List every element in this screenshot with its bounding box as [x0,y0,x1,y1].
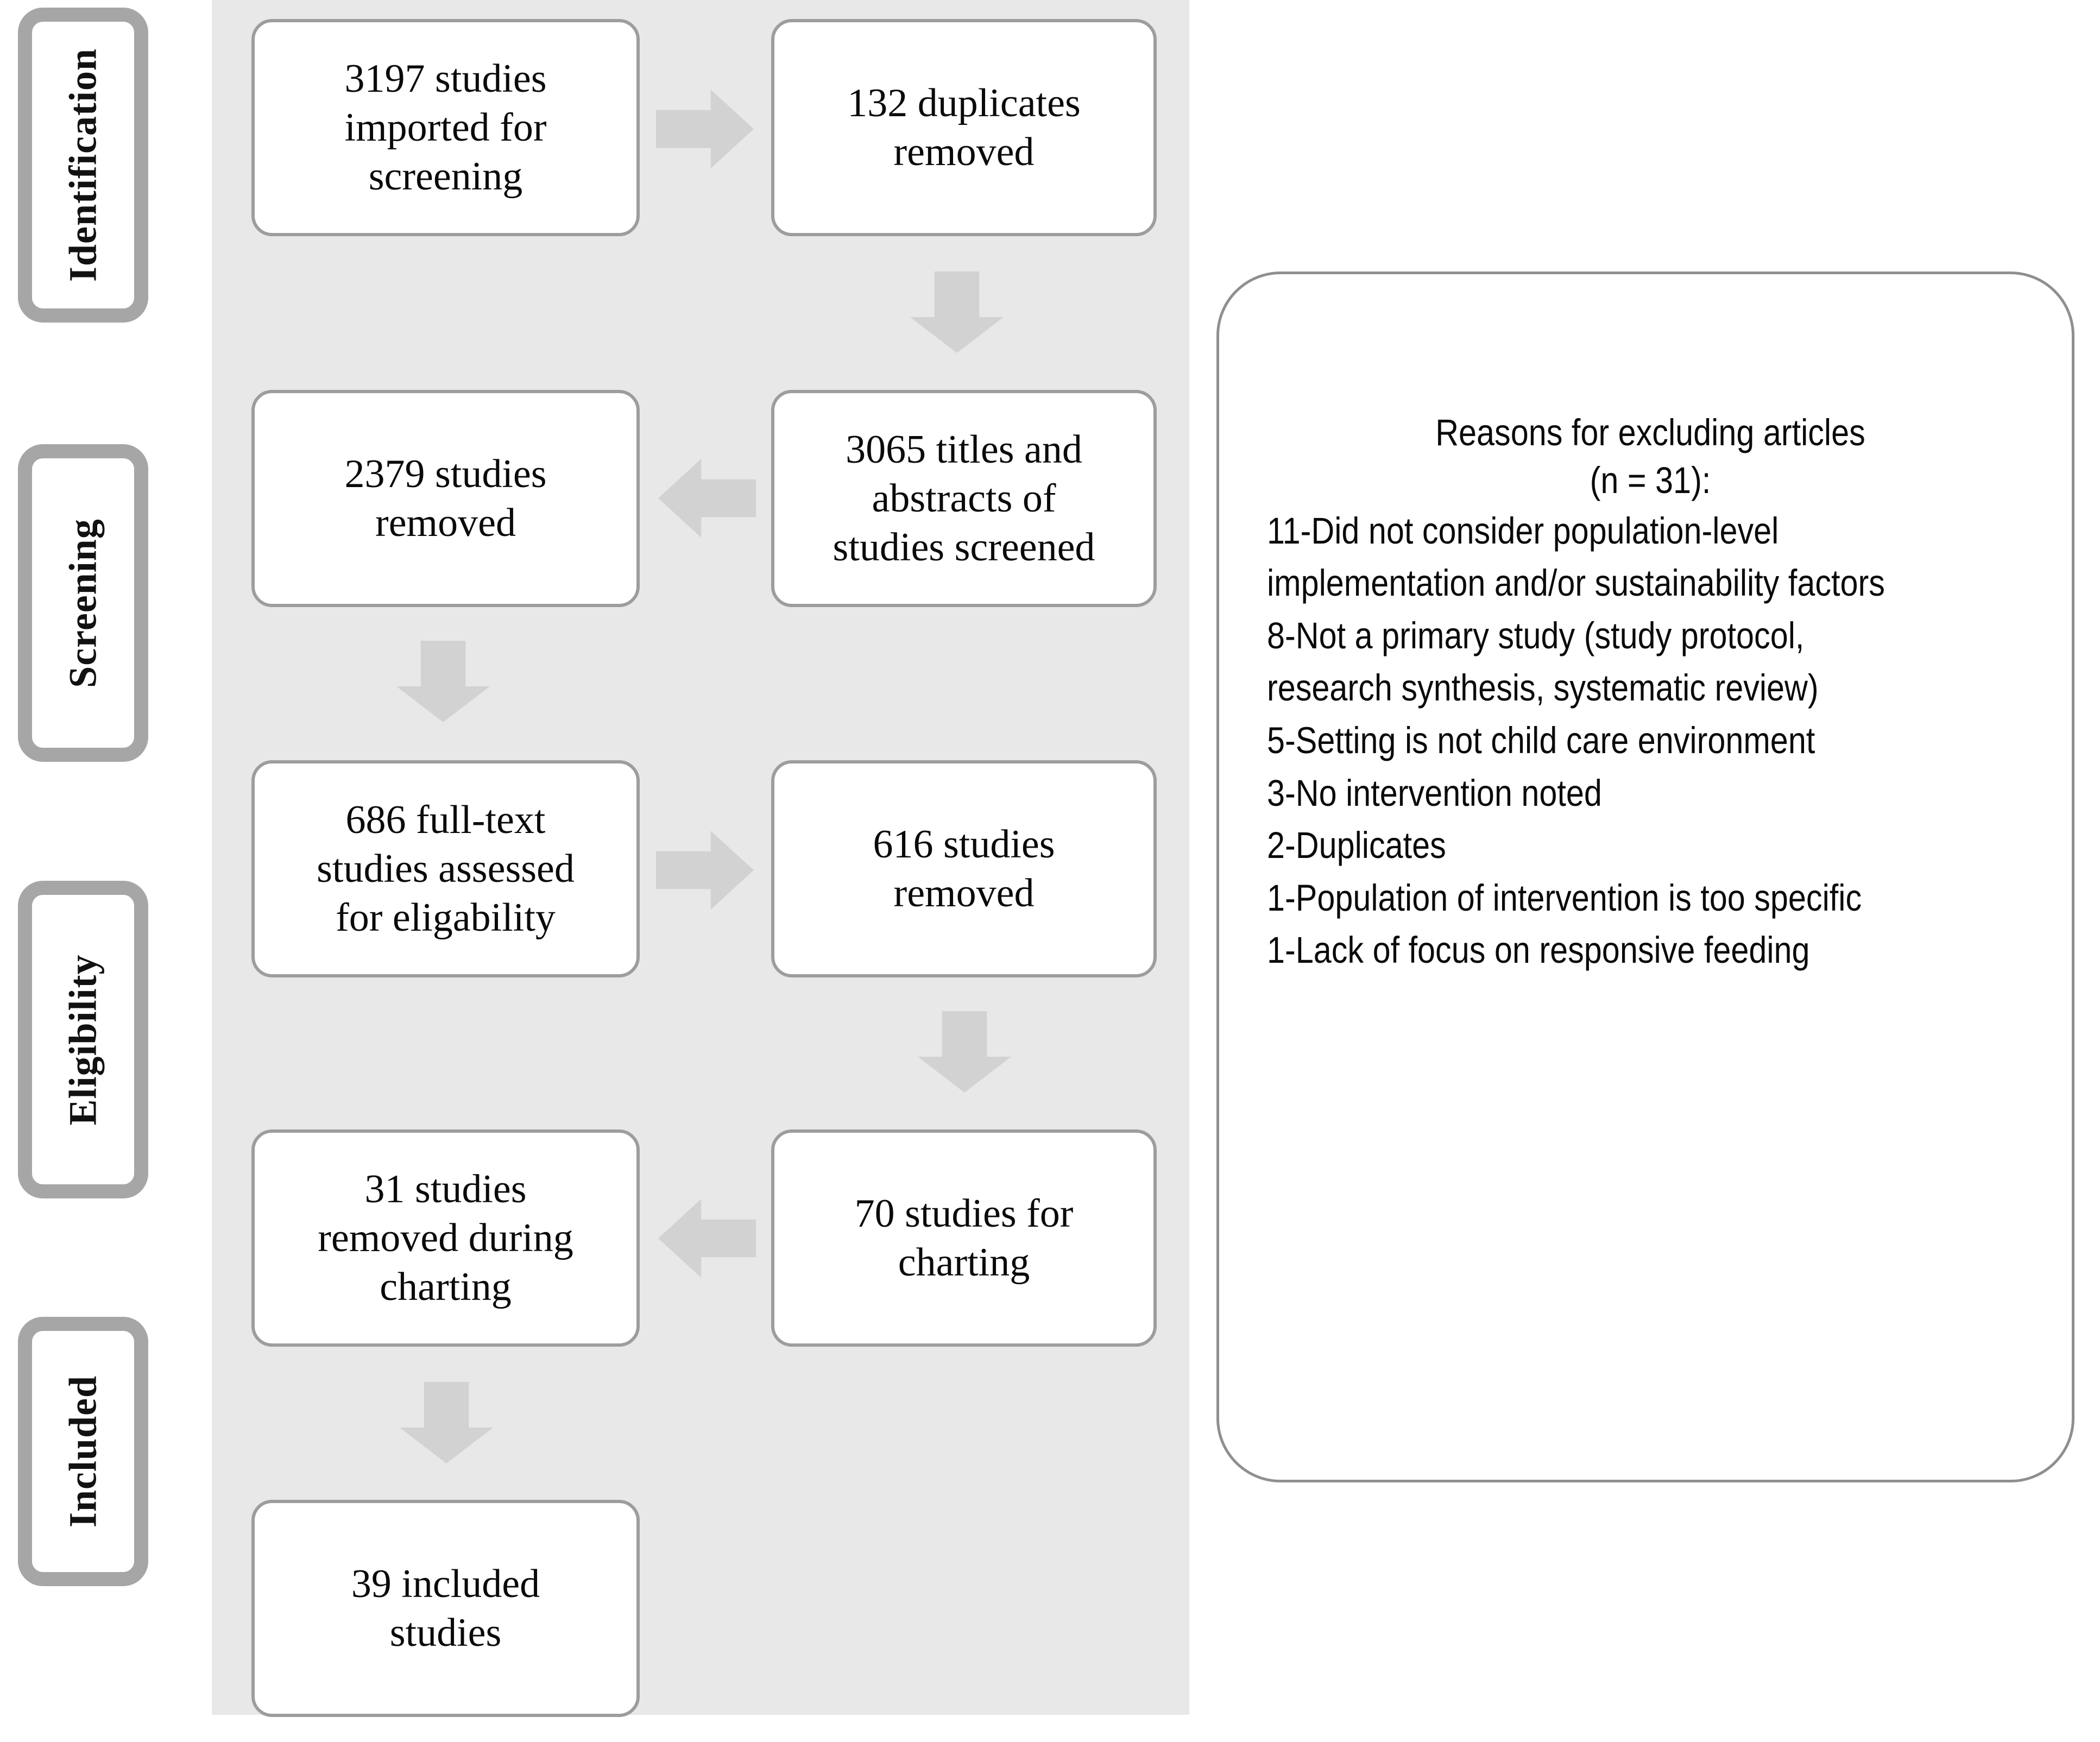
stage-label-screening-text: Screening [61,518,105,688]
reasons-content: Reasons for excluding articles (n = 31):… [1267,409,2034,977]
reasons-for-exclusion-panel: Reasons for excluding articles (n = 31):… [1216,272,2074,1482]
stage-label-eligibility: Eligibility [18,881,148,1198]
stage-label-identification: Identification [18,8,148,323]
reasons-list-item: 3-No intervention noted [1267,772,1602,814]
reasons-title-line-1: Reasons for excluding articles [1435,412,1865,453]
stage-label-identification-text: Identification [61,48,105,282]
reasons-list-item: 1-Population of intervention is too spec… [1267,876,1862,919]
reasons-title-line-2: (n = 31): [1590,459,1711,502]
stage-label-eligibility-text: Eligibility [61,954,105,1126]
reasons-list-item: 11-Did not consider population-level imp… [1267,509,1885,604]
stage-label-included: Included [18,1317,148,1586]
reasons-list-item: 1-Lack of focus on responsive feeding [1267,929,1810,971]
reasons-list-item: 2-Duplicates [1267,824,1446,867]
stage-label-screening: Screening [18,444,148,762]
stage-label-included-text: Included [61,1375,105,1528]
reasons-list-item: 8-Not a primary study (study protocol, r… [1267,614,1819,709]
reasons-list-item: 5-Setting is not child care environment [1267,719,1815,761]
